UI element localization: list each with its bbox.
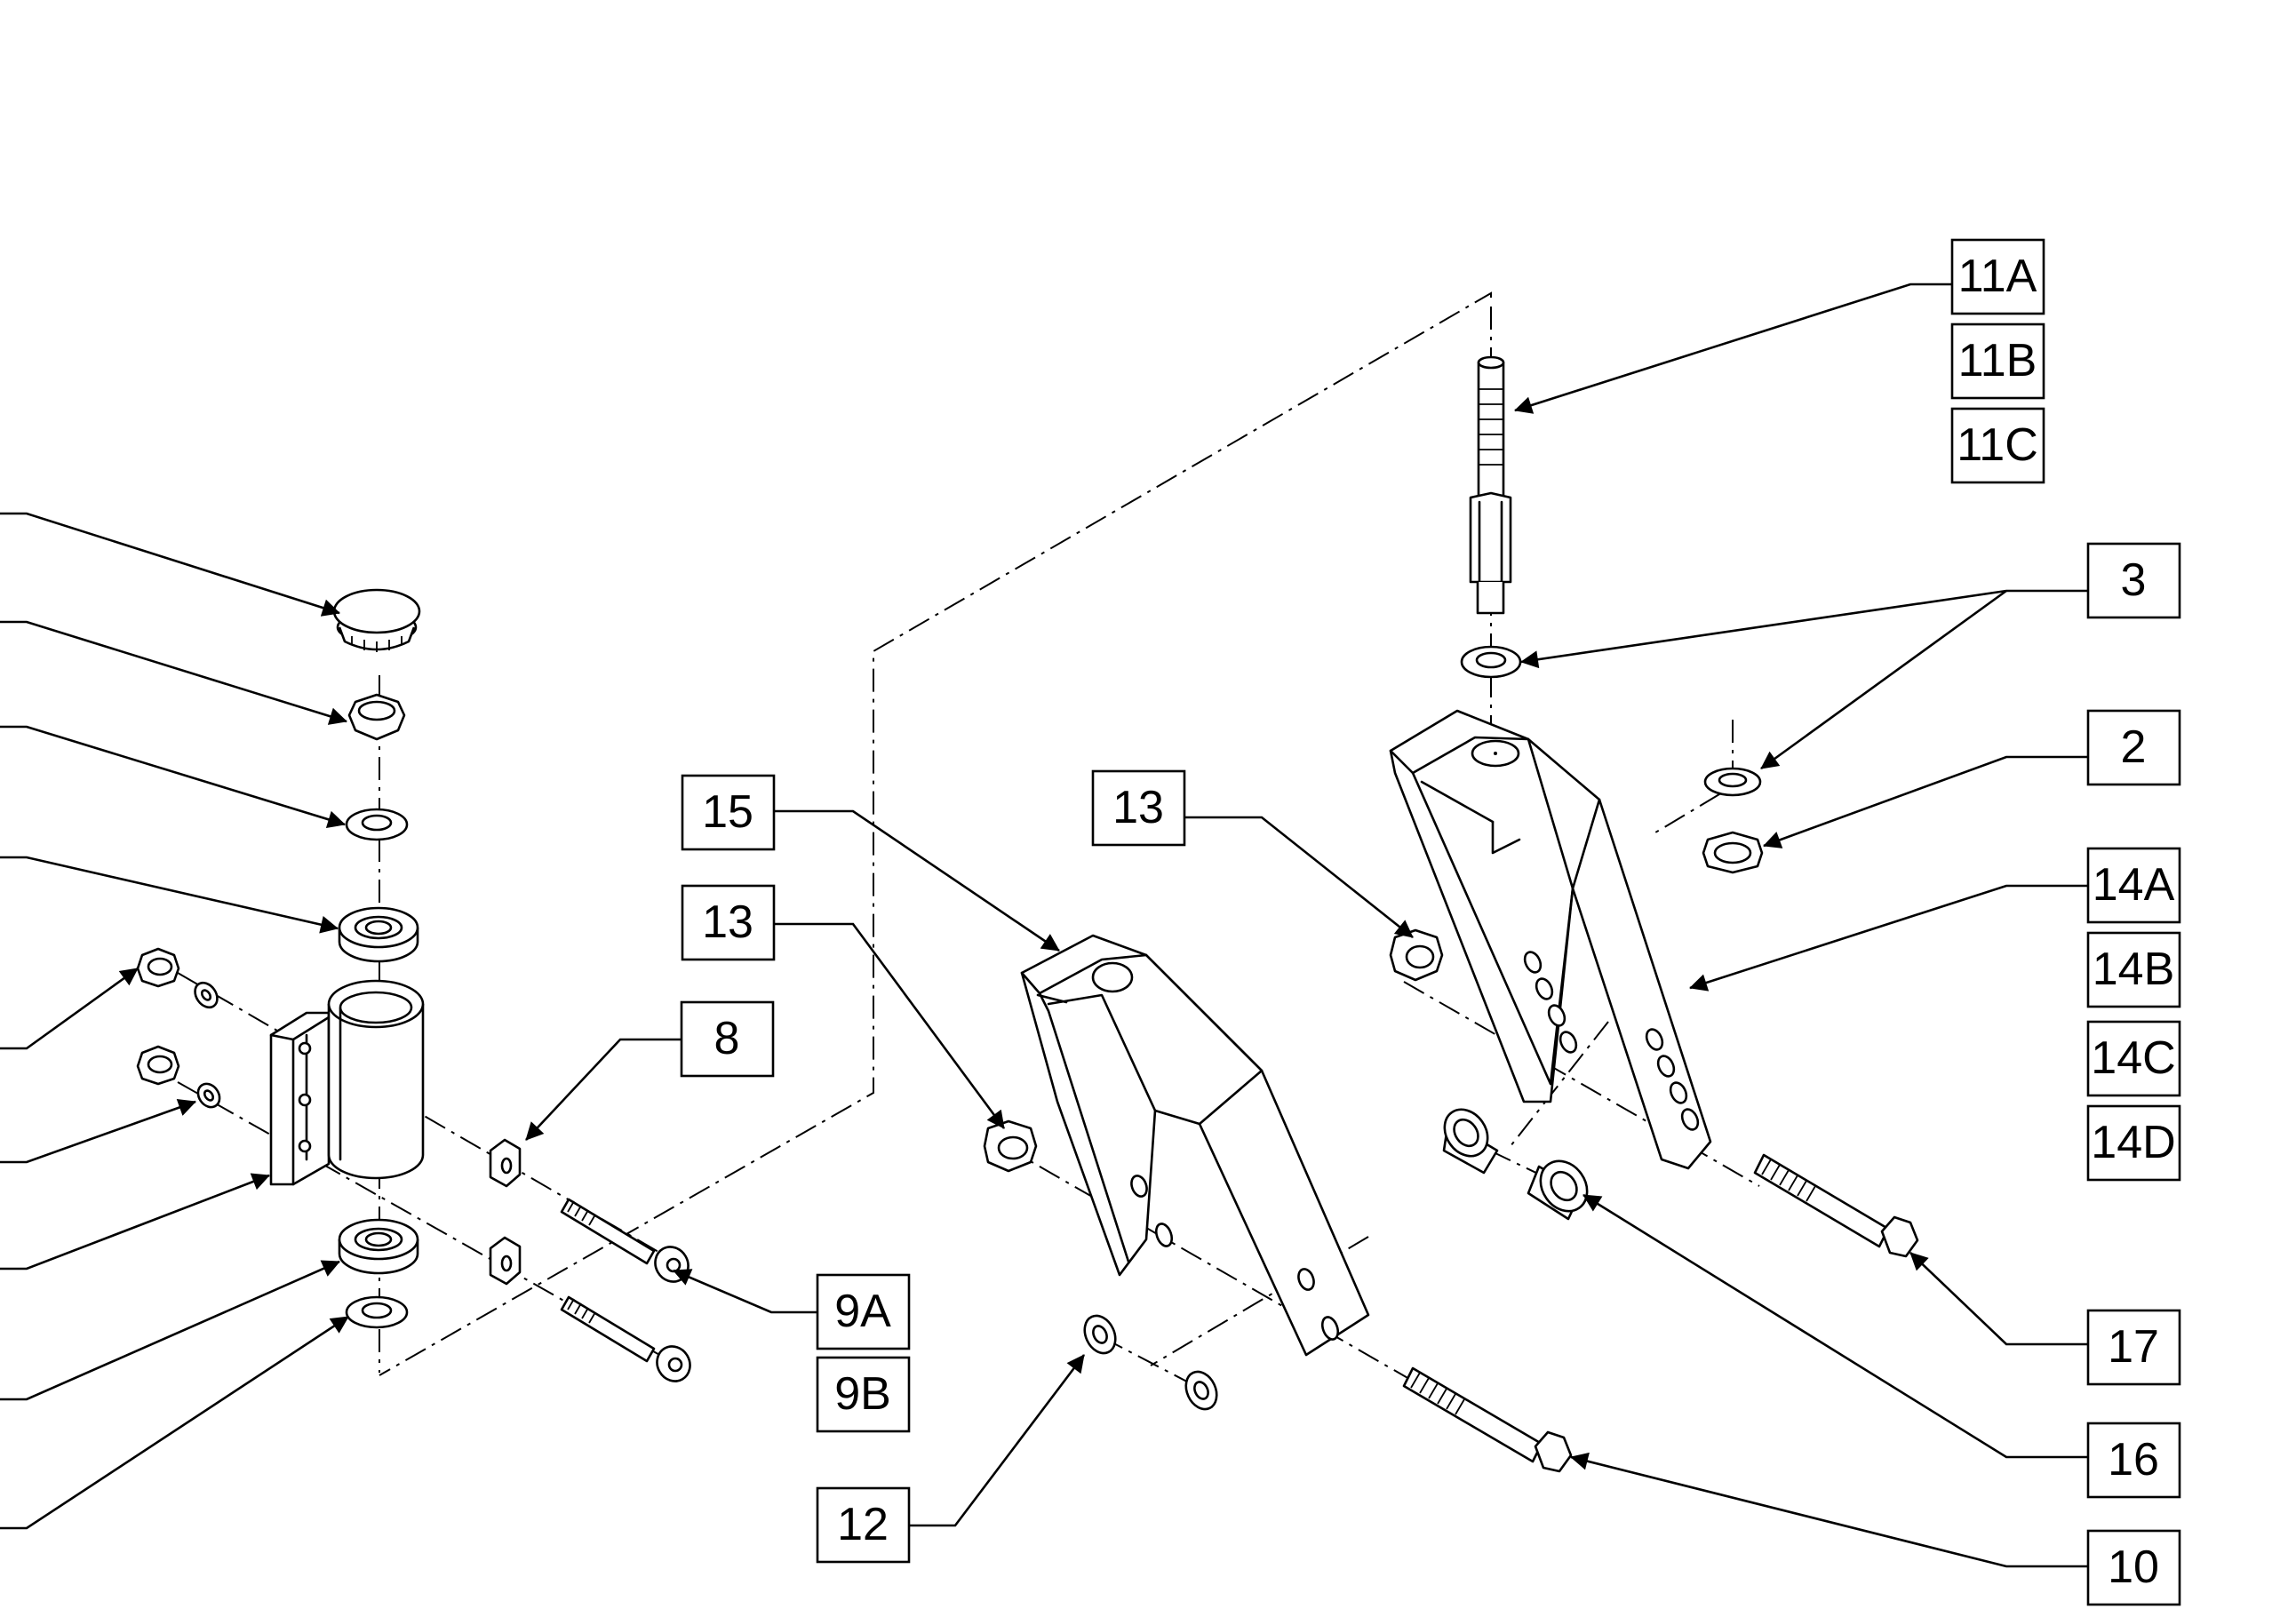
svg-text:8: 8 [714,1013,740,1064]
svg-text:14D: 14D [2091,1117,2175,1168]
washer-bottom [345,1295,409,1329]
socket-screw-upper [560,1198,690,1283]
bearing-bottom [338,1218,419,1275]
callout-8: 8 [680,1000,775,1078]
svg-text:15: 15 [702,786,753,838]
spacer-16 [1527,1159,1589,1221]
washer-stem [1460,645,1522,679]
callout-14c: 14C [2086,1020,2181,1097]
callout-16: 16 [2086,1422,2181,1499]
callout-14d: 14D [2086,1104,2181,1182]
washer-top [345,808,409,841]
svg-text:14C: 14C [2091,1032,2175,1084]
callout-13-left: 13 [681,884,776,961]
callout-2: 2 [2086,709,2181,786]
callout-13-right: 13 [1091,769,1186,847]
svg-text:12: 12 [837,1499,889,1550]
svg-text:3: 3 [2121,554,2147,606]
socket-screw-lower [560,1295,691,1382]
svg-text:9A: 9A [834,1286,891,1337]
bracket-housing [269,979,425,1186]
washer-12-back [1184,1370,1218,1411]
callout-11b: 11B [1950,323,2045,400]
bearing-top [338,906,419,963]
svg-text:2: 2 [2121,721,2147,773]
svg-text:11B: 11B [1958,335,2037,386]
cap-plug [332,588,421,652]
callout-11a: 11A [1950,238,2045,315]
callout-15: 15 [681,774,776,851]
square-nut-lower [489,1236,522,1286]
fork-14 [1389,709,1712,1170]
washer-right [1703,767,1762,797]
svg-text:14B: 14B [2093,944,2175,995]
callout-11c: 11C [1950,407,2045,484]
square-nut-upper [489,1138,522,1188]
fork-15 [1020,934,1370,1357]
washer-lower-left [196,1082,221,1109]
callout-10: 10 [2086,1529,2181,1606]
hex-bolt-17 [1753,1153,1919,1258]
washer-upper-left [194,981,219,1009]
hex-nut-top [347,693,406,741]
svg-text:11C: 11C [1957,419,2038,471]
lock-nut-right-inner [1389,928,1444,982]
lock-nut-middle [983,1119,1038,1173]
callout-9a: 9A [816,1273,911,1350]
callout-14a: 14A [2086,847,2181,924]
callout-17: 17 [2086,1309,2181,1386]
svg-text:17: 17 [2108,1321,2159,1373]
svg-text:14A: 14A [2093,859,2175,911]
svg-text:11A: 11A [1958,251,2037,302]
callout-14b: 14B [2086,931,2181,1008]
svg-text:13: 13 [1112,782,1164,833]
callout-9b: 9B [816,1356,911,1433]
callout-12: 12 [816,1486,911,1564]
svg-text:13: 13 [702,896,753,948]
leader-lines [0,283,2088,1568]
lock-nut-lower-left [136,1045,180,1086]
svg-text:16: 16 [2108,1434,2159,1486]
callout-3: 3 [2086,542,2181,619]
svg-text:9B: 9B [834,1368,891,1420]
lock-nut-right [1702,831,1764,874]
lock-nut-upper-left [136,947,180,988]
hex-bolt-10 [1402,1366,1573,1473]
svg-text:10: 10 [2108,1541,2159,1593]
stem-11 [1469,355,1512,615]
spacer-inner [1442,1108,1499,1175]
washer-12-front [1083,1314,1117,1355]
